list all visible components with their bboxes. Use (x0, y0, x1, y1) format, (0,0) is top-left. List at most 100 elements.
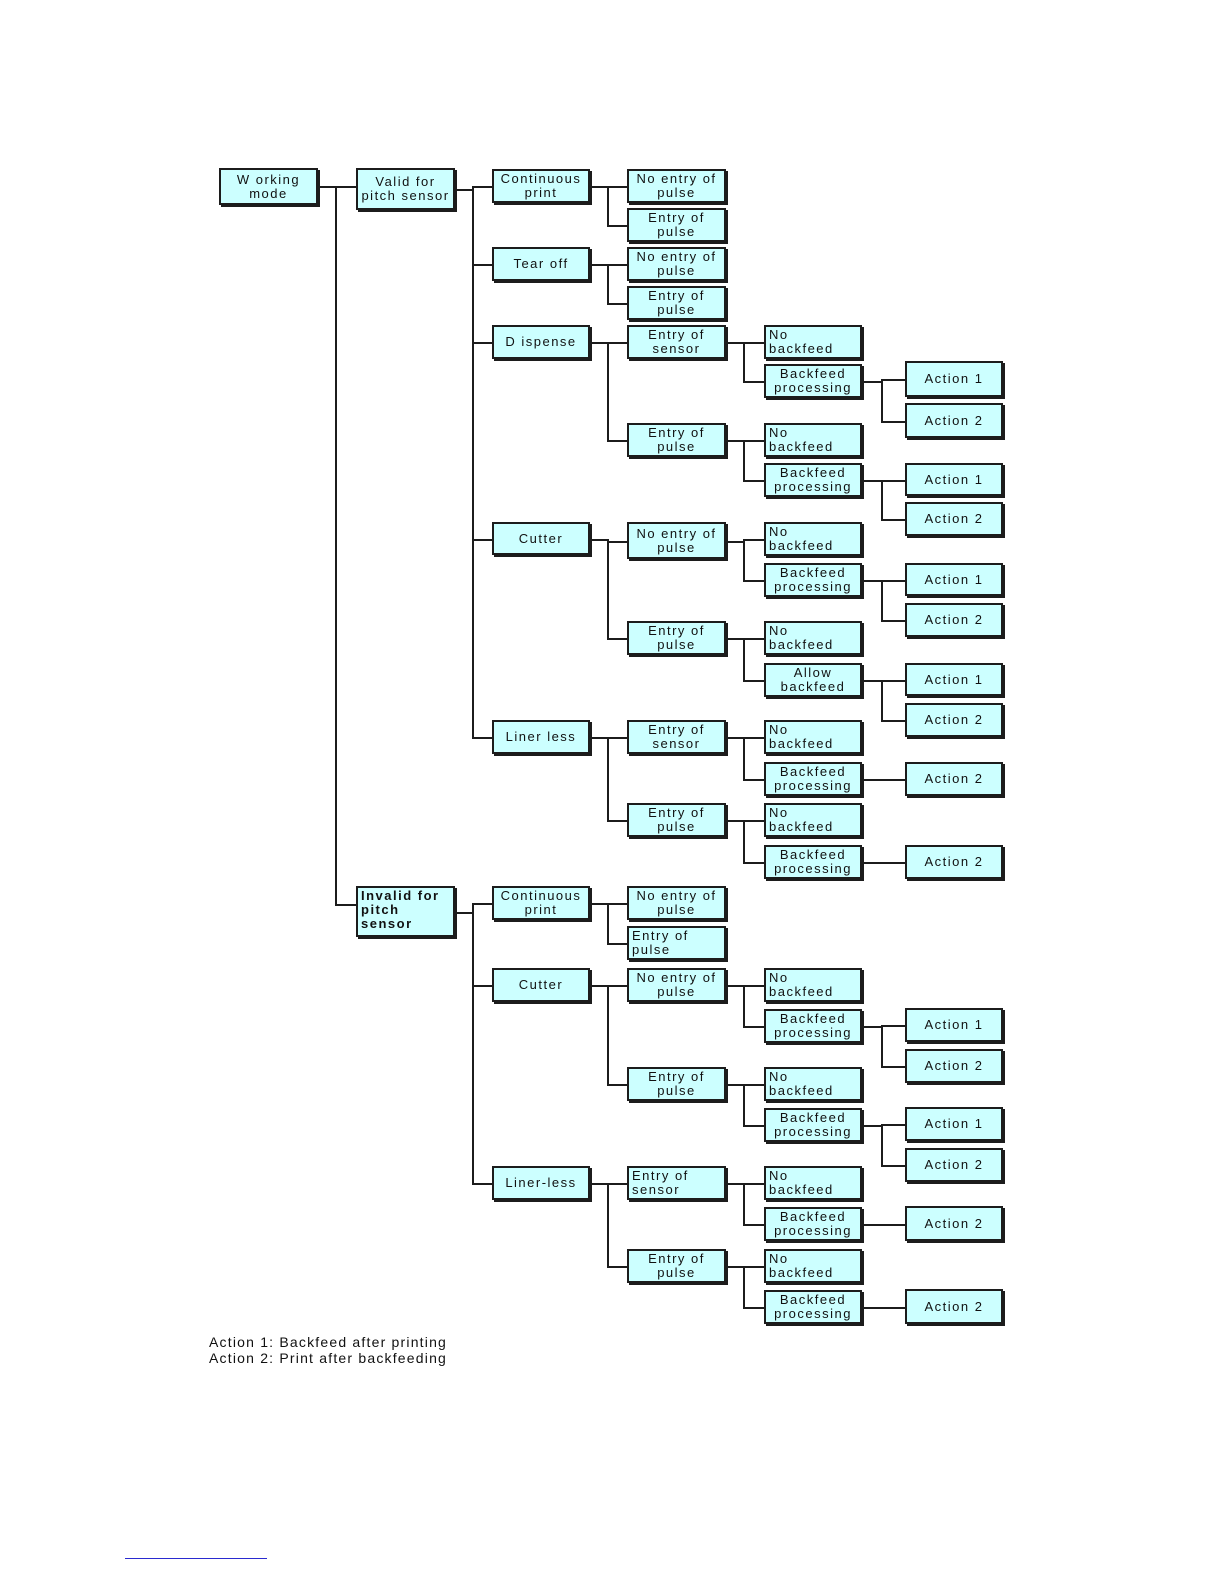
node-v-liner-sensor-bf: Backfeed processing (764, 762, 862, 796)
node-v-disp-pulse-bf: Backfeed processing (764, 463, 862, 497)
connector-i_liner-trunk (607, 1183, 609, 1268)
connector-v_liner_pulse-trunk (743, 820, 745, 864)
node-i-cut-entry-bf-a2: Action 2 (905, 1148, 1003, 1182)
connector-v_liner-trunk (607, 737, 609, 822)
connector-v_cut_entry-stub (726, 638, 745, 640)
connector-i_cut-stub (590, 985, 609, 987)
connector-v_cut-trunk (607, 539, 609, 640)
legend-action-2: Action 2: Print after backfeeding (209, 1350, 448, 1366)
node-v-liner-pulse-nobf: No backfeed (764, 803, 862, 837)
node-i-cut-noentry-bf-a2: Action 2 (905, 1049, 1003, 1083)
node-i-liner: Liner-less (492, 1166, 590, 1200)
connector-to-v_disp_pulse_bf_a1 (881, 480, 905, 482)
connector-root-trunk (335, 186, 337, 906)
connector-to-v_disp_sensor_nobf (743, 342, 764, 344)
connector-to-i_cont_noentry (607, 903, 627, 905)
node-i-cut-noentry-bf: Backfeed processing (764, 1009, 862, 1043)
connector-i_cut_entry-stub (726, 1084, 745, 1086)
node-i-cut-entry-nobf: No backfeed (764, 1067, 862, 1101)
node-i-cut-entry: Entry of pulse (627, 1067, 726, 1101)
node-invalid: Invalid for pitch sensor (356, 886, 455, 937)
node-i-cut-entry-bf: Backfeed processing (764, 1108, 862, 1142)
node-v-tear-noentry: No entry of pulse (627, 247, 726, 281)
connector-to-i_cut_noentry_bf (743, 1026, 764, 1028)
connector-to-i_cut_entry_bf_a1 (881, 1124, 905, 1126)
connector-v_disp_sensor-stub (726, 342, 745, 344)
node-v-disp: D ispense (492, 325, 590, 359)
connector-to-i_cut (472, 985, 492, 987)
connector-v_cut_noentry-stub (726, 541, 745, 543)
connector-i_cont-trunk (607, 903, 609, 945)
node-v-cut-noentry-bf: Backfeed processing (764, 563, 862, 597)
connector-v_disp_pulse-trunk (743, 440, 745, 482)
connector-to-v_cut_entry_allow_a1 (881, 680, 905, 682)
connector-to-v_cut_entry_allow_a2 (881, 720, 905, 722)
connector-invalid-trunk (472, 903, 474, 1185)
node-i-cut-noentry-bf-a1: Action 1 (905, 1008, 1003, 1042)
connector-to-i_liner_pulse_bf_a2 (881, 1307, 905, 1309)
connector-i_cut_entry-trunk (743, 1084, 745, 1127)
node-i-liner-sensor: Entry of sensor (627, 1166, 726, 1200)
node-v-cut-entry-allow-a2: Action 2 (905, 703, 1003, 737)
connector-i_cut-trunk (607, 985, 609, 1086)
connector-to-v_tear (472, 264, 492, 266)
connector-to-v_liner (472, 737, 492, 739)
connector-to-i_liner_pulse (607, 1266, 627, 1268)
connector-v_liner_sensor_bf-trunk (881, 779, 883, 781)
node-v-liner-pulse: Entry of pulse (627, 803, 726, 837)
connector-i_liner_pulse-stub (726, 1266, 745, 1268)
connector-to-v_disp_pulse (607, 440, 627, 442)
node-v-cut-entry-allow: Allow backfeed (764, 663, 862, 697)
node-i-liner-pulse-nobf: No backfeed (764, 1249, 862, 1283)
node-v-disp-sensor-bf-a1: Action 1 (905, 361, 1003, 397)
connector-v_liner_pulse_bf-trunk (881, 862, 883, 864)
connector-to-i_liner_sensor_nobf (743, 1183, 764, 1185)
connector-v_disp-trunk (607, 342, 609, 442)
connector-to-i_liner_pulse_bf (743, 1307, 764, 1309)
node-v-cut-noentry: No entry of pulse (627, 522, 726, 559)
node-v-liner-pulse-bf: Backfeed processing (764, 845, 862, 879)
connector-v_cut_entry_allow-trunk (881, 680, 883, 722)
connector-to-v_cut_entry_allow (743, 680, 764, 682)
connector-to-i_cut_noentry_bf_a1 (881, 1025, 905, 1027)
connector-to-v_tear_noentry (607, 264, 627, 266)
node-v-liner: Liner less (492, 720, 590, 754)
connector-to-invalid (335, 904, 356, 906)
connector-i_cut_noentry_bf-stub (862, 1026, 883, 1028)
connector-to-i_liner_sensor_bf_a2 (881, 1224, 905, 1226)
connector-to-v_disp_sensor_bf_a2 (881, 421, 905, 423)
connector-i_cut_noentry-trunk (743, 985, 745, 1028)
connector-to-v_cont_noentry (607, 186, 627, 188)
connector-to-i_cont_entry (607, 943, 627, 945)
node-v-disp-sensor-nobf: No backfeed (764, 325, 862, 359)
node-i-cut-noentry-nobf: No backfeed (764, 968, 862, 1002)
connector-to-v_disp_sensor (607, 342, 627, 344)
connector-v_disp_pulse_bf-stub (862, 480, 883, 482)
connector-v_tear-stub (590, 264, 609, 266)
connector-to-i_cut_noentry (607, 985, 627, 987)
connector-v_cut_noentry_bf-stub (862, 580, 883, 582)
connector-v_liner_sensor-stub (726, 737, 745, 739)
connector-to-i_liner_sensor_bf (743, 1224, 764, 1226)
connector-to-i_cut_entry_bf_a2 (881, 1165, 905, 1167)
node-v-disp-sensor: Entry of sensor (627, 325, 726, 359)
node-i-liner-pulse: Entry of pulse (627, 1249, 726, 1283)
node-valid: Valid for pitch sensor (356, 168, 455, 210)
connector-v_disp_pulse-stub (726, 440, 745, 442)
connector-valid-stub (455, 189, 474, 191)
connector-v_disp_sensor-trunk (743, 342, 745, 383)
node-v-liner-sensor-bf-a2: Action 2 (905, 762, 1003, 796)
connector-to-v_liner_pulse (607, 820, 627, 822)
connector-to-v_liner_sensor_bf (743, 779, 764, 781)
connector-to-i_cut_noentry_nobf (743, 985, 764, 987)
connector-invalid-stub (455, 912, 474, 914)
connector-to-i_liner (472, 1183, 492, 1185)
connector-v_cont-trunk (607, 186, 609, 227)
node-i-cont-entry: Entry of pulse (627, 926, 726, 960)
connector-to-i_cont (472, 903, 492, 905)
connector-to-i_cut_noentry_bf_a2 (881, 1066, 905, 1068)
node-i-cut-entry-bf-a1: Action 1 (905, 1107, 1003, 1141)
connector-i_cut_entry_bf-stub (862, 1125, 883, 1127)
connector-v_disp_pulse_bf-trunk (881, 480, 883, 521)
node-v-disp-sensor-bf-a2: Action 2 (905, 403, 1003, 438)
